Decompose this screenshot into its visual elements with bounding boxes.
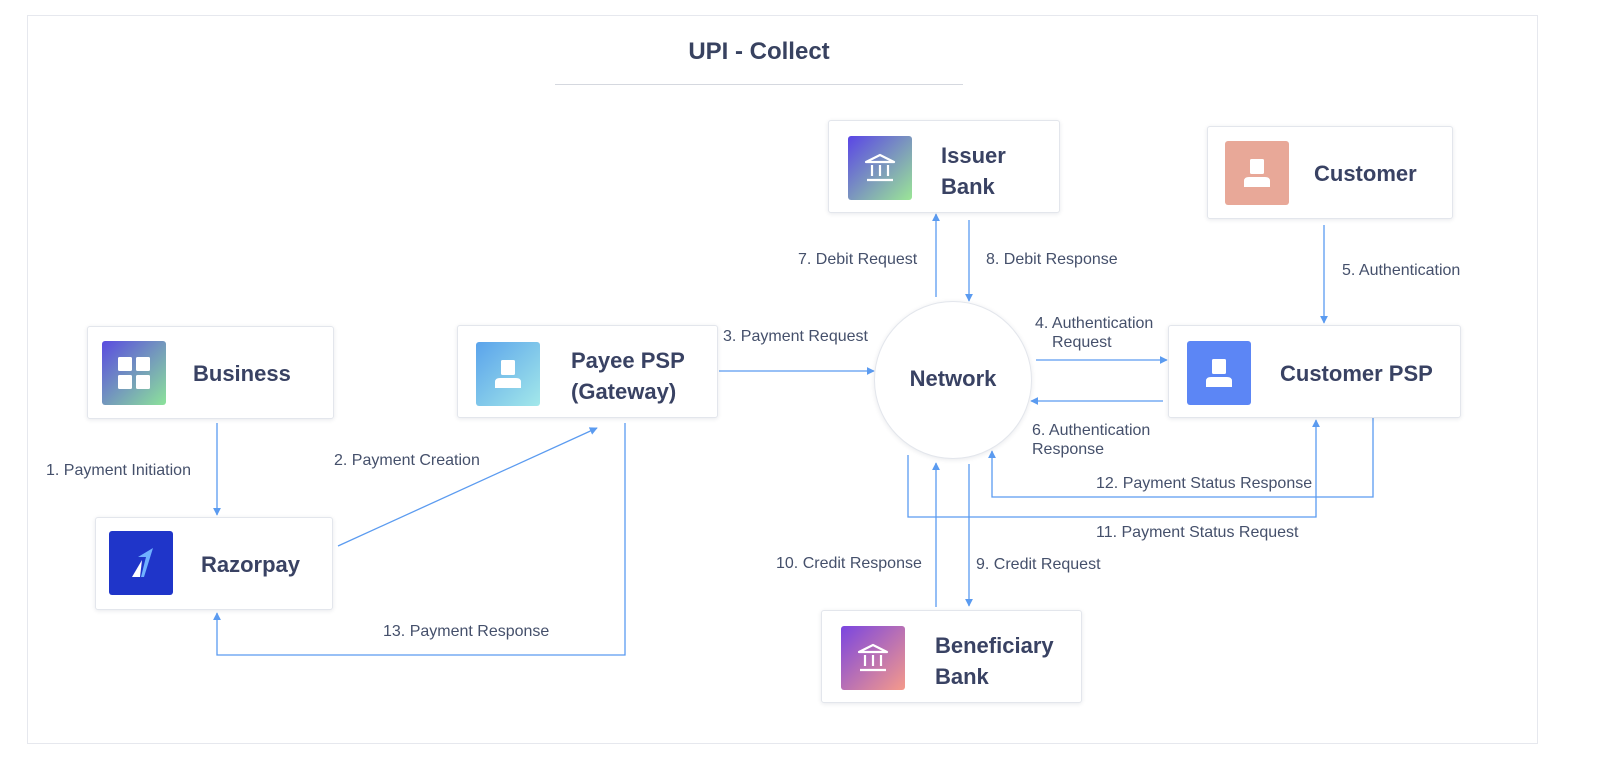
step-label: 4. Authentication — [1035, 315, 1154, 332]
step-label: 11. Payment Status Request — [1096, 524, 1299, 541]
business-node: Business — [87, 326, 334, 419]
step-label: 6. Authentication — [1032, 422, 1151, 439]
issuer-bank-label: Issuer Bank — [941, 143, 1006, 199]
step-label: 2. Payment Creation — [334, 452, 480, 469]
step-label: 9. Credit Request — [976, 556, 1101, 573]
issuer-bank-node: Issuer Bank — [828, 120, 1060, 213]
diagram-title: UPI - Collect — [688, 38, 830, 65]
user-icon — [1225, 141, 1289, 205]
step-label: 13. Payment Response — [383, 623, 550, 640]
title-divider — [555, 84, 963, 85]
razorpay-label: Razorpay — [201, 552, 301, 577]
step-label: Request — [1052, 334, 1112, 351]
bank-icon — [848, 136, 912, 200]
grid-icon — [102, 341, 166, 405]
step-label: 10. Credit Response — [776, 555, 922, 572]
razorpay-node: Razorpay — [95, 517, 333, 610]
step-label: 12. Payment Status Response — [1096, 475, 1313, 492]
payee-psp-node: Payee PSP (Gateway) — [457, 325, 718, 418]
step-label: 8. Debit Response — [986, 251, 1118, 268]
razorpay-logo-icon — [109, 531, 173, 595]
network-node: Network — [874, 301, 1032, 459]
payee-psp-label: Payee PSP (Gateway) — [571, 348, 685, 404]
beneficiary-bank-node: Beneficiary Bank — [821, 610, 1082, 703]
step-label: 7. Debit Request — [798, 251, 918, 268]
bank-icon — [841, 626, 905, 690]
customer-label: Customer — [1314, 161, 1417, 186]
step-label: 5. Authentication — [1342, 262, 1461, 279]
step-label: Response — [1032, 441, 1105, 458]
step-label: 1. Payment Initiation — [46, 462, 191, 479]
beneficiary-bank-label: Beneficiary Bank — [935, 633, 1054, 689]
network-label: Network — [909, 366, 997, 391]
arrow-payment-status-request — [907, 419, 1320, 518]
customer-psp-node: Customer PSP — [1168, 325, 1461, 418]
user-icon — [1187, 341, 1251, 405]
arrow-payment-response — [213, 423, 626, 656]
customer-node: Customer — [1207, 126, 1453, 219]
customer-psp-label: Customer PSP — [1280, 361, 1433, 386]
user-icon — [476, 342, 540, 406]
arrow-payment-status-response — [988, 418, 1374, 498]
step-label: 3. Payment Request — [723, 328, 868, 345]
business-label: Business — [193, 361, 291, 386]
arrow-payment-creation — [337, 427, 598, 547]
